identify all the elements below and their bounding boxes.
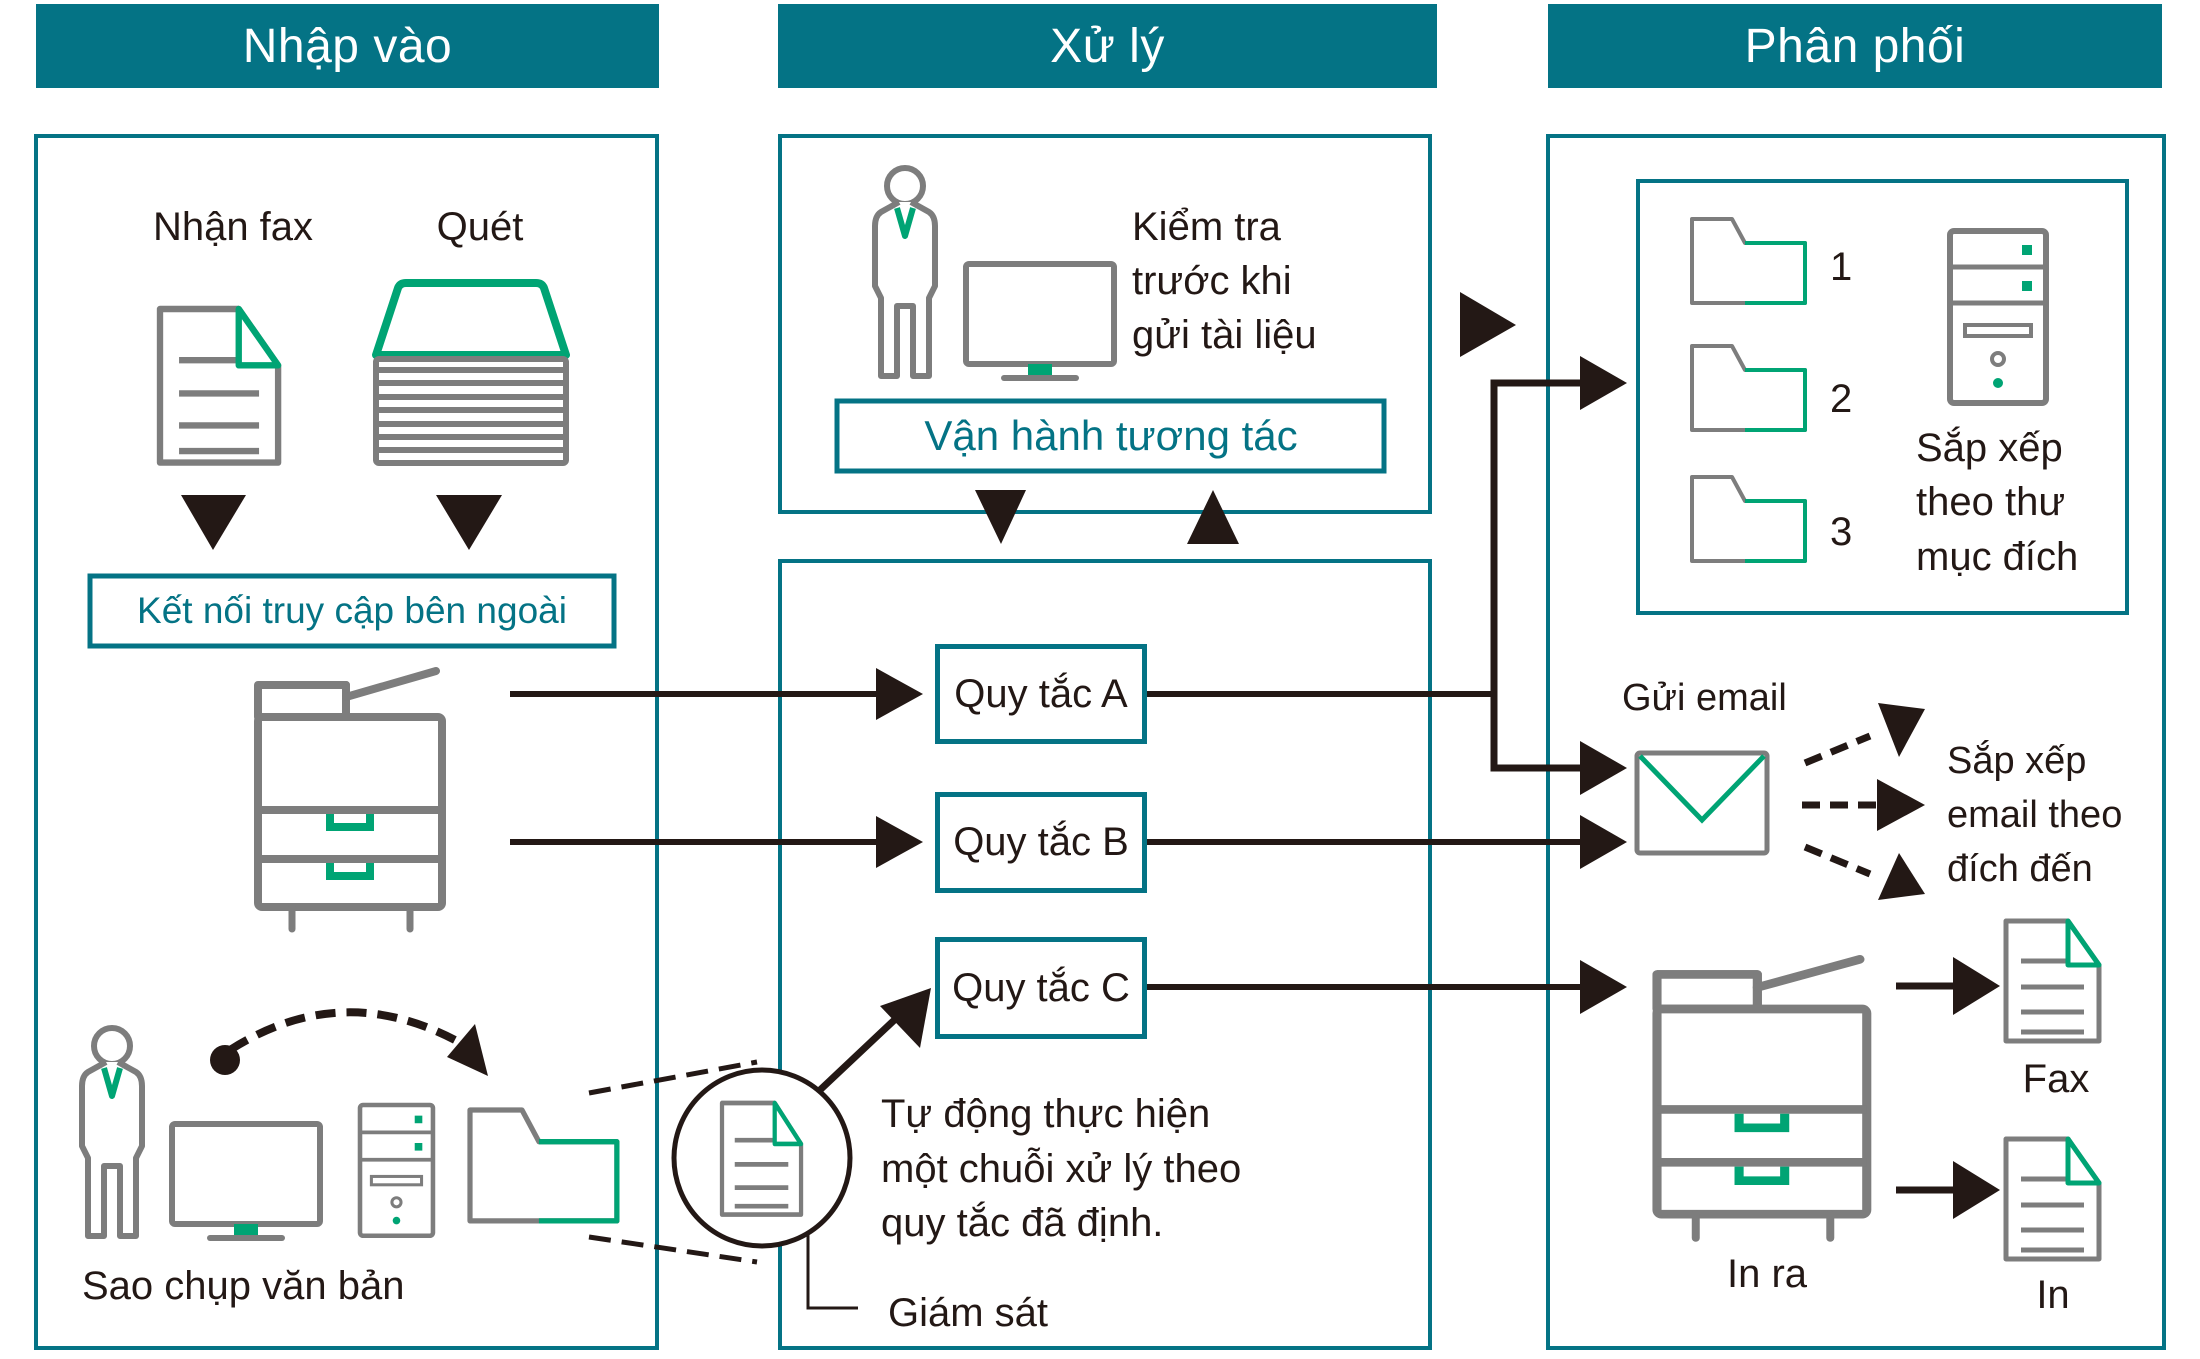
distribute-arrow-icon	[1460, 292, 1516, 357]
header-process: Xử lý	[778, 4, 1437, 88]
fax-output-label: Fax	[2022, 1057, 2090, 1101]
rule-c-label: Quy tắc C	[952, 965, 1130, 1010]
print-out-label: In ra	[1726, 1252, 1808, 1296]
process-down-arrow-icon	[975, 490, 1026, 544]
precheck-line-2: trước khi	[1132, 259, 1292, 303]
auto-process-line-1: Tự động thực hiện	[881, 1092, 1211, 1136]
external-access-label: Kết nối truy cập bên ngoài	[137, 590, 567, 631]
input-panel	[34, 134, 659, 1350]
arrowhead-rule-b-icon	[876, 816, 923, 868]
arrowhead-folders-icon	[1580, 356, 1627, 410]
email-arrow-mid-icon	[1877, 779, 1925, 831]
external-access-box	[87, 573, 617, 649]
folder-sort-line-1: Sắp xếp	[1916, 426, 2063, 470]
output-printer-icon	[1657, 959, 1867, 1238]
mfp-printer-icon	[258, 671, 442, 929]
arrowhead-fax-icon	[1953, 957, 2000, 1015]
precheck-line-1: Kiểm tra	[1132, 205, 1281, 249]
auto-process-line-3: quy tắc đã định.	[881, 1201, 1164, 1245]
folder-sort-box	[1636, 179, 2129, 615]
fax-document-icon	[160, 309, 278, 463]
email-sort-line-2: email theo	[1947, 794, 2123, 836]
file-server-icon	[1950, 231, 2046, 403]
folder-2-icon	[1690, 344, 1807, 432]
arrowhead-print-out-icon	[1953, 1161, 2000, 1219]
monitor-callout-line	[806, 1235, 858, 1310]
check-monitor-icon	[966, 264, 1114, 378]
scan-label: Quét	[436, 205, 524, 249]
drag-arc	[227, 1008, 457, 1054]
rule-a-box: Quy tắc A	[935, 644, 1147, 744]
monitoring-label: Giám sát	[888, 1291, 1049, 1335]
header-input: Nhập vào	[36, 4, 659, 88]
copy-document-label: Sao chụp văn bản	[82, 1264, 405, 1308]
header-distribute: Phân phối	[1548, 4, 2162, 88]
email-dash-up	[1803, 732, 1872, 767]
arrow-circle-to-rule-c	[817, 1007, 908, 1093]
shared-folder-icon	[470, 1110, 617, 1221]
fax-output-document-icon	[2006, 921, 2099, 1041]
precheck-line-3: gửi tài liệu	[1132, 313, 1317, 357]
email-sort-line-1: Sắp xếp	[1947, 740, 2087, 782]
fax-down-arrow-icon	[181, 495, 246, 550]
user-icon	[82, 1028, 142, 1236]
rule-c-box: Quy tắc C	[935, 937, 1147, 1039]
print-output-document-icon	[2006, 1139, 2099, 1259]
zoom-dash-bottom	[588, 1234, 758, 1265]
interactive-operation-label: Vận hành tương tác	[924, 412, 1298, 459]
rule-b-label: Quy tắc B	[953, 820, 1129, 864]
arrowhead-rule-c-icon	[880, 988, 931, 1048]
distribute-panel	[1546, 134, 2166, 1350]
folder-3-icon	[1690, 475, 1807, 563]
folder-1-icon	[1690, 217, 1807, 305]
fax-receive-label: Nhận fax	[152, 205, 314, 249]
folder-3-number: 3	[1830, 510, 1853, 554]
pc-tower-icon	[360, 1105, 433, 1236]
drag-arrowhead-icon	[447, 1024, 488, 1076]
auto-process-line-2: một chuỗi xử lý theo	[881, 1147, 1242, 1191]
send-email-label: Gửi email	[1622, 677, 1787, 719]
scanner-icon	[372, 279, 570, 466]
folder-2-number: 2	[1830, 377, 1853, 421]
rule-a-connector	[1490, 379, 1600, 772]
folder-1-number: 1	[1830, 245, 1853, 289]
email-envelope-icon	[1634, 750, 1770, 856]
process-top-panel	[778, 134, 1432, 514]
zoom-dash-top	[588, 1059, 758, 1096]
scan-down-arrow-icon	[436, 495, 502, 550]
folder-sort-line-2: theo thư	[1916, 480, 2066, 524]
folder-sort-line-3: mục đích	[1916, 535, 2079, 579]
arrowhead-email-a-icon	[1580, 741, 1627, 795]
arrowhead-rule-a-icon	[876, 668, 923, 720]
print-output-label: In	[2036, 1273, 2070, 1317]
interactive-box	[834, 398, 1387, 474]
rule-a-label: Quy tắc A	[954, 671, 1128, 716]
arrowhead-email-b-icon	[1580, 815, 1627, 869]
email-arrow-up-icon	[1878, 703, 1925, 757]
email-sort-line-3: đích đến	[1947, 848, 2093, 890]
process-up-arrow-icon	[1187, 490, 1239, 544]
monitor-icon	[172, 1124, 320, 1238]
operator-icon	[875, 168, 935, 376]
rule-b-box: Quy tắc B	[935, 792, 1147, 893]
process-bottom-panel	[778, 559, 1432, 1350]
email-dash-down	[1803, 843, 1872, 878]
arrowhead-print-icon	[1580, 960, 1627, 1014]
email-arrow-down-icon	[1878, 853, 1925, 900]
